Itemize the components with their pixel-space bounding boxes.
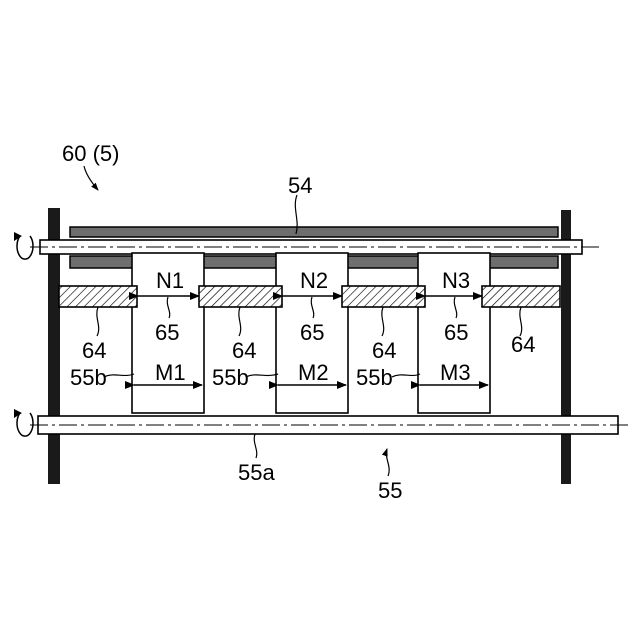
label-blade-4: 64	[511, 332, 535, 357]
label-disc-3: 55b	[356, 365, 393, 390]
label-spacer-3: 65	[444, 320, 468, 345]
blade-3	[342, 286, 425, 307]
leader-55a	[254, 434, 257, 458]
label-lower-roller: 55	[378, 478, 402, 503]
leader-disc-3	[392, 374, 420, 377]
label-gap-m2: M2	[298, 360, 329, 385]
leader-disc-2	[246, 374, 278, 377]
label-lower-shaft: 55a	[238, 460, 275, 485]
label-gap-m1: M1	[155, 360, 186, 385]
upper-rotation-arrow-icon	[14, 232, 33, 259]
label-spacer-1: 65	[155, 320, 179, 345]
label-gap-n3: N3	[442, 268, 470, 293]
leader-blade-2	[239, 307, 241, 336]
blade-2	[199, 286, 282, 307]
label-spacer-2: 65	[300, 320, 324, 345]
label-disc-1: 55b	[70, 365, 107, 390]
label-upper-roller: 54	[288, 173, 312, 198]
leader-assembly	[84, 166, 98, 190]
label-blade-3: 64	[372, 338, 396, 363]
leader-55	[386, 449, 389, 476]
lower-rotation-arrow-icon	[14, 409, 33, 436]
leader-blade-1	[97, 307, 99, 336]
leader-blade-3	[382, 307, 384, 336]
upper-roller-band-top	[70, 227, 558, 237]
blade-1	[59, 286, 137, 307]
label-gap-m3: M3	[440, 360, 471, 385]
label-assembly: 60 (5)	[62, 141, 119, 166]
blade-4	[482, 286, 560, 307]
label-disc-2: 55b	[212, 365, 249, 390]
label-gap-n2: N2	[300, 268, 328, 293]
label-gap-n1: N1	[156, 268, 184, 293]
label-blade-1: 64	[82, 338, 106, 363]
leader-disc-1	[104, 374, 134, 377]
label-blade-2: 64	[232, 338, 256, 363]
